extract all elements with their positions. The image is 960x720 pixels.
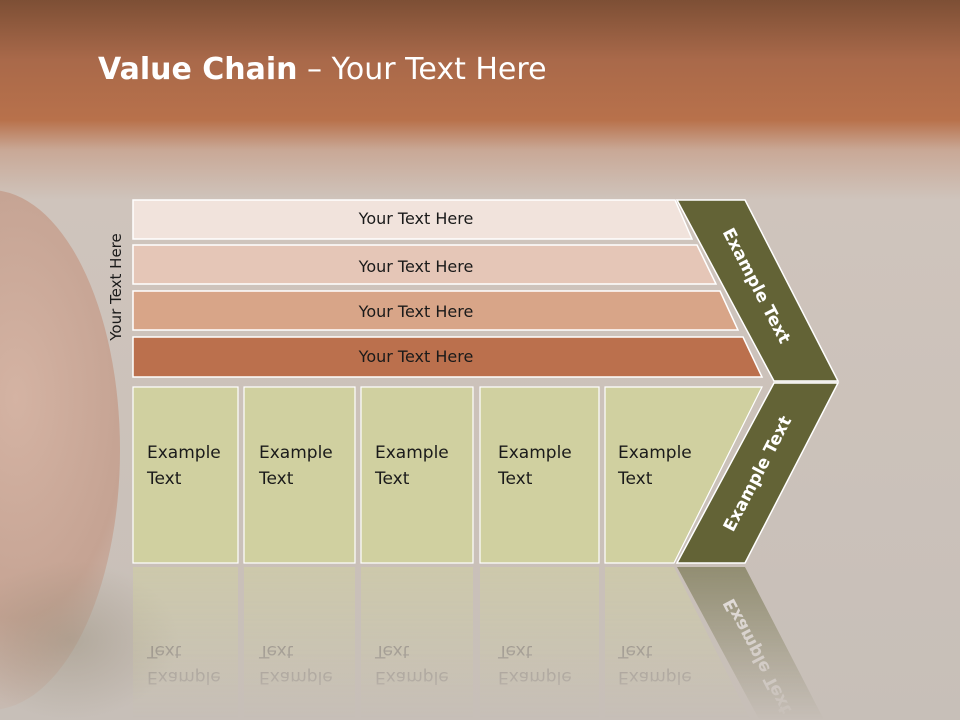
support-row-3-label: Your Text Here bbox=[358, 302, 474, 321]
arrow-upper[interactable] bbox=[675, 199, 840, 382]
support-row-1-label: Your Text Here bbox=[358, 209, 474, 228]
primary-block-4[interactable] bbox=[479, 386, 600, 564]
primary-blocks: Example Text Example Text Example Text E… bbox=[132, 386, 763, 564]
primary-block-4-line2: Text bbox=[497, 469, 533, 489]
primary-block-2-text: Example Text bbox=[258, 443, 338, 489]
reflection: ExampleText ExampleText ExampleText Exam… bbox=[133, 567, 825, 720]
reflection-block-5-text: ExampleText bbox=[617, 641, 692, 687]
primary-block-1[interactable] bbox=[132, 386, 239, 564]
reflection-block-4-text: ExampleText bbox=[497, 641, 572, 687]
support-row-4[interactable] bbox=[132, 336, 764, 378]
primary-block-3-line2: Text bbox=[374, 469, 410, 489]
primary-block-4-text: Example Text bbox=[497, 443, 577, 489]
primary-block-5[interactable] bbox=[604, 386, 763, 564]
primary-block-1-line1: Example bbox=[147, 443, 221, 463]
primary-block-3[interactable] bbox=[360, 386, 474, 564]
primary-block-5-line1: Example bbox=[618, 443, 692, 463]
primary-block-4-line1: Example bbox=[498, 443, 572, 463]
support-row-4-label: Your Text Here bbox=[358, 347, 474, 366]
reflection-block-3 bbox=[361, 567, 473, 720]
primary-block-3-line1: Example bbox=[375, 443, 449, 463]
reflection-block-3-text: ExampleText bbox=[374, 641, 449, 687]
title-rest: – Your Text Here bbox=[297, 52, 547, 87]
support-row-2[interactable] bbox=[132, 244, 718, 285]
reflection-arrow bbox=[677, 567, 825, 720]
reflection-block-1-text: ExampleText bbox=[146, 641, 221, 687]
primary-block-5-line2: Text bbox=[617, 469, 653, 489]
arrow-lower[interactable] bbox=[675, 382, 840, 564]
primary-block-5-text: Example Text bbox=[617, 443, 697, 489]
primary-block-1-text: Example Text bbox=[146, 443, 226, 489]
primary-block-1-line2: Text bbox=[146, 469, 182, 489]
primary-block-3-text: Example Text bbox=[374, 443, 454, 489]
reflection-block-5 bbox=[605, 567, 751, 720]
support-rows: Your Text Here Your Text Here Your Text … bbox=[132, 199, 764, 378]
support-row-2-label: Your Text Here bbox=[358, 257, 474, 276]
reflection-block-2 bbox=[244, 567, 355, 720]
primary-block-2-line1: Example bbox=[259, 443, 333, 463]
reflection-block-4 bbox=[480, 567, 599, 720]
reflection-block-2-text: ExampleText bbox=[258, 641, 333, 687]
slide-title: Value Chain – Your Text Here bbox=[98, 52, 547, 87]
primary-block-2-line2: Text bbox=[258, 469, 294, 489]
reflection-block-1 bbox=[133, 567, 238, 720]
support-row-3[interactable] bbox=[132, 290, 740, 331]
primary-block-2[interactable] bbox=[243, 386, 356, 564]
support-row-1[interactable] bbox=[132, 199, 694, 240]
title-bold: Value Chain bbox=[98, 52, 298, 87]
